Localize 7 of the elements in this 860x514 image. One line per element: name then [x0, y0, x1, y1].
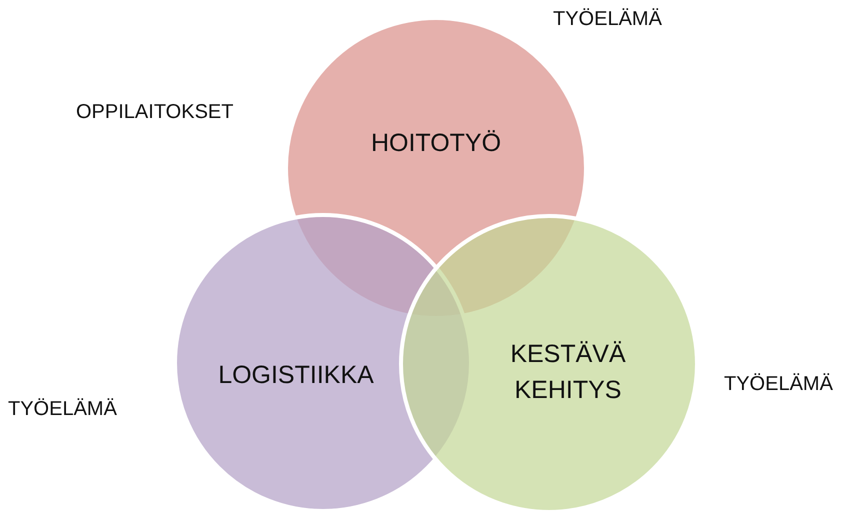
- group-label: OPPILAITOKSET: [76, 101, 234, 124]
- group-label: TYÖELÄMÄ: [724, 373, 833, 396]
- group-label: TYÖELÄMÄ: [8, 398, 117, 421]
- circle-label: KESTÄVÄ KEHITYS: [509, 339, 627, 406]
- circle-label: LOGISTIIKKA: [217, 360, 375, 391]
- circle-label: HOITOTYÖ: [370, 128, 502, 159]
- group-label: TYÖELÄMÄ: [553, 8, 662, 31]
